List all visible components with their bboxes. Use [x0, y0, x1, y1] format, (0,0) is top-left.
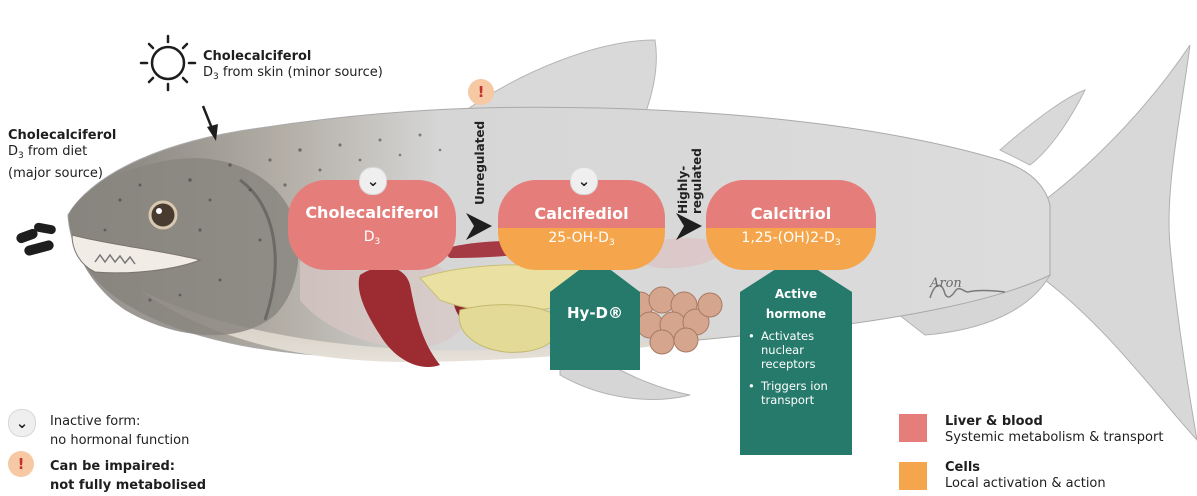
artist-signature-text: Aron: [930, 276, 962, 291]
active-hormone-title: Active hormone: [740, 284, 852, 324]
diet-source-line2: (major source): [8, 165, 116, 182]
sun-icon: [141, 36, 195, 90]
hy-d-label: Hy-D®: [550, 304, 640, 322]
stage-calcitriol-formula: 1,25-(OH)2-D3: [706, 230, 876, 248]
inactive-badge-calcifediol: ⌄: [570, 167, 598, 195]
legend-cells-swatch: [899, 462, 927, 490]
stage-calcitriol: Calcitriol 1,25-(OH)2-D3: [706, 180, 876, 270]
sun-arrow: [203, 106, 218, 141]
stage-calcitriol-name: Calcitriol: [706, 204, 876, 223]
legend-liver-text: Liver & blood Systemic metabolism & tran…: [945, 414, 1163, 446]
legend-warning-icon: !: [8, 451, 34, 477]
impaired-warning-badge: !: [468, 79, 494, 105]
legend-liver-swatch: [899, 414, 927, 442]
transition-label-unregulated: Unregulated: [473, 121, 487, 205]
diet-source-label: Cholecalciferol D3 from diet (major sour…: [8, 128, 116, 182]
stage-calcifediol-name: Calcifediol: [498, 204, 665, 223]
feed-pellets-icon: [15, 222, 57, 257]
sun-source-label: Cholecalciferol D3 from skin (minor sour…: [203, 49, 383, 86]
sun-source-title: Cholecalciferol: [203, 49, 383, 64]
fish-eye: [150, 202, 176, 228]
sun-source-subtitle: D3 from skin (minor source): [203, 64, 383, 86]
active-hormone-bullet-2: •Triggers ion transport: [748, 379, 852, 407]
legend-inactive-icon: ⌄: [8, 409, 36, 437]
adipose-fin: [1000, 90, 1085, 165]
stage-cholecalciferol-formula: D3: [288, 229, 456, 247]
legend-cells-text: Cells Local activation & action: [945, 460, 1106, 492]
diet-source-title: Cholecalciferol: [8, 128, 116, 143]
diet-source-line1: D3 from diet: [8, 143, 116, 165]
transition-label-highly-regulated: Highly- regulated: [676, 148, 704, 214]
stage-cholecalciferol-name: Cholecalciferol: [288, 203, 456, 222]
active-hormone-bullet-1: •Activates nuclear receptors: [748, 329, 852, 371]
legend-warning-text: Can be impaired: not fully metabolised: [50, 457, 206, 495]
stage-calcifediol-formula: 25-OH-D3: [498, 230, 665, 248]
inactive-badge-cholecalciferol: ⌄: [359, 167, 387, 195]
legend-inactive-text: Inactive form: no hormonal function: [50, 412, 189, 450]
